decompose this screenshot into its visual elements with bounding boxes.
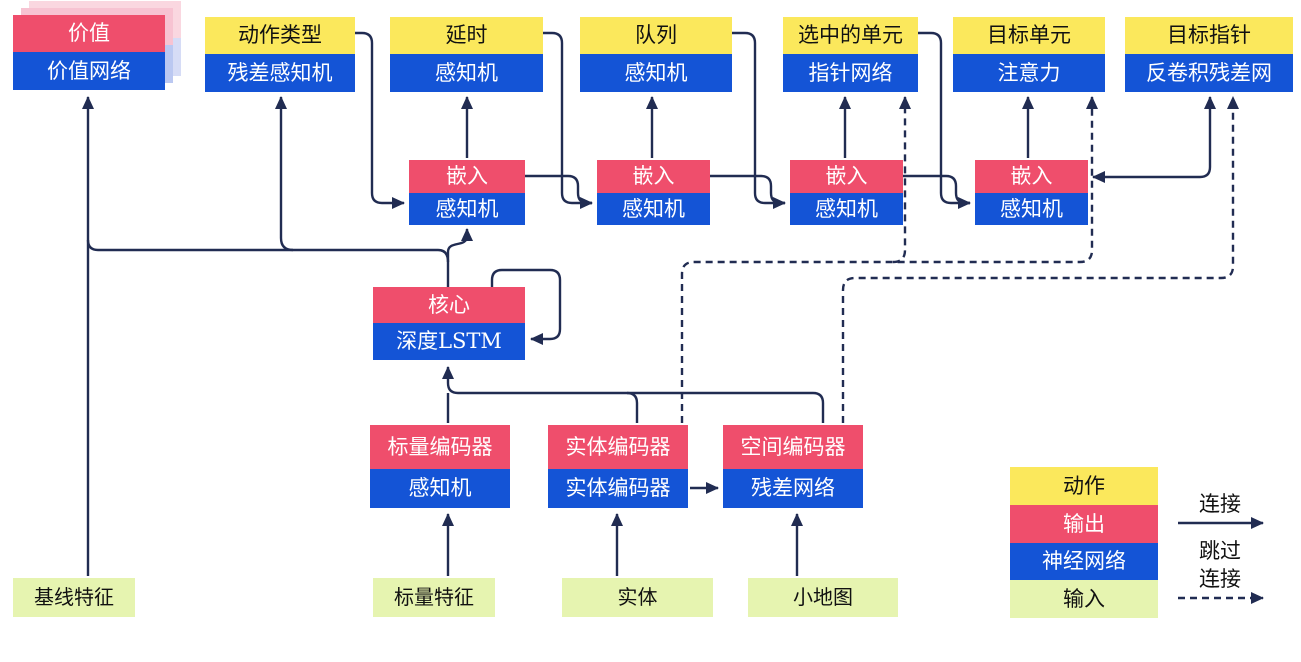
target-unit-network-label: 注意力 xyxy=(953,54,1105,92)
scalar-encoder-output-label: 标量编码器 xyxy=(370,425,510,469)
node-delay: 延时 感知机 xyxy=(390,17,543,92)
selected-units-network-label: 指针网络 xyxy=(783,54,918,92)
legend-output-label: 输出 xyxy=(1010,505,1158,543)
legend-action-label: 动作 xyxy=(1010,467,1158,505)
skip-spatial-encoder-to-target-pointer xyxy=(841,96,1239,423)
delay-action-label: 延时 xyxy=(390,17,543,54)
edge-embed3-to-embed4 xyxy=(903,174,970,205)
legend-dashed-arrow-label-line2: 连接 xyxy=(1199,567,1241,591)
node-selected-units: 选中的单元 指针网络 xyxy=(783,17,918,92)
node-entity-encoder: 实体编码器 实体编码器 xyxy=(548,425,688,508)
node-entities: 实体 xyxy=(562,578,713,617)
skip-entity-encoder-to-target-unit xyxy=(680,96,1098,423)
node-embed-2: 嵌入 感知机 xyxy=(597,160,710,225)
node-spatial-encoder: 空间编码器 残差网络 xyxy=(723,425,863,508)
entity-encoder-output-label: 实体编码器 xyxy=(548,425,688,469)
node-baseline-features: 基线特征 xyxy=(13,578,135,617)
core-output-label: 核心 xyxy=(373,287,525,323)
target-unit-action-label: 目标单元 xyxy=(953,17,1105,54)
embed-3-network-label: 感知机 xyxy=(790,193,903,225)
edge-core-to-action-type xyxy=(275,96,294,252)
node-target-unit: 目标单元 注意力 xyxy=(953,17,1105,92)
edge-entity-encoder-to-core xyxy=(626,391,639,423)
queue-network-label: 感知机 xyxy=(580,54,732,92)
edge-core-self-loop xyxy=(490,268,562,345)
legend-solid-arrow-label: 连接 xyxy=(1199,492,1241,516)
action-type-network-label: 残差感知机 xyxy=(205,54,355,92)
target-pointer-action-label: 目标指针 xyxy=(1125,17,1293,54)
legend-input-label: 输入 xyxy=(1010,580,1158,618)
legend-dashed-arrow-label-line1: 跳过 xyxy=(1199,539,1241,563)
embed-2-network-label: 感知机 xyxy=(597,193,710,225)
node-embed-4: 嵌入 感知机 xyxy=(975,160,1088,225)
embed-1-output-label: 嵌入 xyxy=(409,160,525,193)
edge-action-type-to-embed1 xyxy=(355,31,405,209)
scalar-encoder-network-label: 感知机 xyxy=(370,469,510,508)
legend-network-label: 神经网络 xyxy=(1010,543,1158,580)
embed-4-output-label: 嵌入 xyxy=(975,160,1088,193)
entity-encoder-network-label: 实体编码器 xyxy=(548,469,688,508)
embed-2-output-label: 嵌入 xyxy=(597,160,710,193)
node-minimap: 小地图 xyxy=(748,578,898,617)
node-scalar-encoder: 标量编码器 感知机 xyxy=(370,425,510,508)
action-type-action-label: 动作类型 xyxy=(205,17,355,54)
queue-action-label: 队列 xyxy=(580,17,732,54)
legend-swatches: 动作 输出 神经网络 输入 xyxy=(1010,467,1158,618)
spatial-encoder-output-label: 空间编码器 xyxy=(723,425,863,469)
edge-delay-to-embed2 xyxy=(543,31,593,209)
core-network-label: 深度LSTM xyxy=(373,323,525,360)
node-embed-3: 嵌入 感知机 xyxy=(790,160,903,225)
target-pointer-network-label: 反卷积残差网 xyxy=(1125,54,1293,92)
edge-embed4-target-pointer xyxy=(1092,96,1216,183)
node-scalar-features: 标量特征 xyxy=(373,578,495,617)
edge-core-to-embed1 xyxy=(446,228,473,289)
node-core: 核心 深度LSTM xyxy=(373,287,525,360)
node-queue: 队列 感知机 xyxy=(580,17,732,92)
edge-embed2-to-embed3 xyxy=(710,174,785,205)
embed-3-output-label: 嵌入 xyxy=(790,160,903,193)
skip-fork-to-selected-units xyxy=(892,96,911,264)
value-network-label: 价值网络 xyxy=(13,52,165,90)
edge-embed1-to-embed2 xyxy=(525,174,592,205)
embed-4-network-label: 感知机 xyxy=(975,193,1088,225)
embed-1-network-label: 感知机 xyxy=(409,193,525,225)
selected-units-action-label: 选中的单元 xyxy=(783,17,918,54)
edge-selected-units-to-embed4 xyxy=(918,31,971,209)
node-value: 价值 价值网络 xyxy=(13,15,165,90)
delay-network-label: 感知机 xyxy=(390,54,543,92)
edge-core-to-left xyxy=(86,239,450,263)
edge-spatial-encoder-to-core xyxy=(442,366,825,423)
node-action-type: 动作类型 残差感知机 xyxy=(205,17,355,92)
node-embed-1: 嵌入 感知机 xyxy=(409,160,525,225)
edge-queue-to-embed3 xyxy=(732,31,786,209)
spatial-encoder-network-label: 残差网络 xyxy=(723,469,863,508)
value-output-label: 价值 xyxy=(13,15,165,52)
node-target-pointer: 目标指针 反卷积残差网 xyxy=(1125,17,1293,92)
